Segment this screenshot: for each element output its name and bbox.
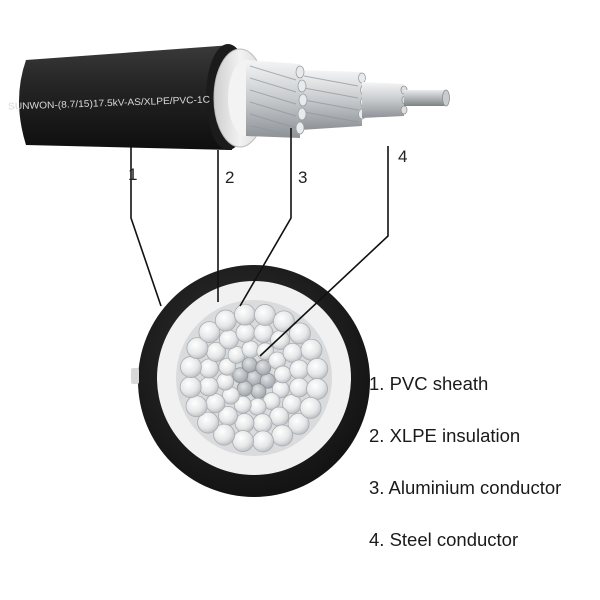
legend-item-aluminium-conductor: 3. Aluminium conductor (369, 477, 562, 498)
aluminium-strand (272, 310, 295, 333)
aluminium-strand (216, 372, 235, 391)
inner-strands-side (362, 82, 404, 118)
steel-core-side (404, 90, 446, 106)
aluminium-strand (306, 378, 328, 400)
sheath-notch (131, 368, 139, 384)
aluminium-strand (306, 358, 329, 380)
leader-lines (130, 128, 389, 357)
aluminium-strand (180, 356, 202, 378)
aluminium-strand (179, 376, 202, 398)
component-legend: 1. PVC sheath 2. XLPE insulation 3. Alum… (369, 372, 597, 580)
steel-strand (255, 359, 272, 376)
cable-side-view: SUNWON-(8.7/15)17.5kV-AS/XLPE/PVC-1C (8, 44, 450, 150)
aluminium-strand (248, 397, 267, 416)
aluminium-strand (233, 395, 252, 414)
aluminium-strands-side (246, 60, 368, 138)
aluminium-strand (214, 309, 237, 332)
aluminium-strand (198, 321, 221, 343)
aluminium-strand (232, 430, 254, 452)
conductor-strands (179, 303, 329, 453)
aluminium-strand (198, 376, 219, 397)
aluminium-strand (289, 377, 309, 398)
aluminium-strand (299, 396, 322, 419)
leader-line-3 (239, 128, 292, 307)
aluminium-strand (218, 357, 237, 376)
aluminium-strand (271, 424, 294, 447)
aluminium-strand (241, 340, 260, 359)
aluminium-strand (235, 322, 256, 343)
aluminium-strand (185, 395, 208, 418)
legend-item-steel-conductor: 4. Steel conductor (369, 529, 519, 550)
leader-line-1 (130, 147, 162, 307)
legend-item-xlpe-insulation: 2. XLPE insulation (369, 425, 521, 446)
callout-1: 1 (128, 165, 138, 184)
callout-3: 3 (298, 168, 308, 187)
aluminium-strand (254, 304, 276, 326)
aluminium-strand (252, 413, 273, 434)
aluminium-strand (269, 406, 290, 427)
aluminium-strand (234, 303, 256, 326)
aluminium-strand (213, 423, 236, 446)
aluminium-strand (287, 413, 310, 435)
aluminium-strand (218, 329, 239, 350)
steel-strand (232, 367, 249, 384)
pvc-sheath-body (19, 45, 232, 150)
steel-strand (241, 356, 258, 373)
aluminium-strand (273, 365, 292, 384)
aluminium-strand (300, 338, 323, 361)
callout-2: 2 (225, 168, 235, 187)
cable-cross-section (131, 265, 370, 497)
aluminium-strand (289, 322, 311, 345)
legend-item-pvc-sheath: 1. PVC sheath (369, 373, 489, 394)
aluminium-strand (289, 359, 310, 380)
aluminium-strand (282, 342, 303, 363)
aluminium-strand (252, 430, 274, 453)
steel-strand (250, 383, 267, 400)
aluminium-strand (205, 393, 226, 414)
callout-4: 4 (398, 147, 408, 166)
aluminium-strand (186, 337, 209, 360)
aluminium-strand (197, 411, 219, 434)
leader-line-4 (259, 146, 389, 357)
